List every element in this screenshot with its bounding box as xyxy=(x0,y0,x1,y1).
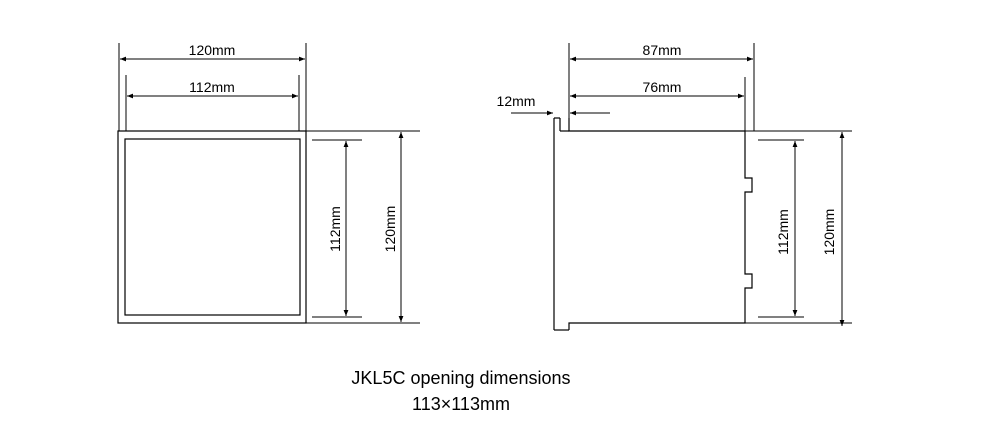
caption-size: 113×113mm xyxy=(412,394,510,414)
front-view: 120mm 112mm 112mm 120mm xyxy=(117,42,420,324)
caption: JKL5C opening dimensions 113×113mm xyxy=(351,368,570,414)
side-view: 87mm 76mm 12mm 112mm 120mm xyxy=(497,42,852,331)
dim-label-body-depth: 76mm xyxy=(643,79,682,95)
front-inner-window xyxy=(124,138,301,316)
caption-title: JKL5C opening dimensions xyxy=(351,368,570,388)
dim-label-panel-thickness: 12mm xyxy=(497,93,536,109)
dim-label-total-depth: 87mm xyxy=(643,42,682,58)
dim-label-inner-height: 112mm xyxy=(327,206,343,252)
dim-label-outer-width: 120mm xyxy=(189,42,236,58)
dim-label-outer-height: 120mm xyxy=(382,206,398,253)
front-outer-frame xyxy=(117,130,307,324)
dim-label-side-outer-height: 120mm xyxy=(821,209,837,256)
dim-label-side-inner-height: 112mm xyxy=(775,209,791,255)
side-housing-outline xyxy=(568,118,753,330)
dim-label-inner-width: 112mm xyxy=(189,79,235,95)
